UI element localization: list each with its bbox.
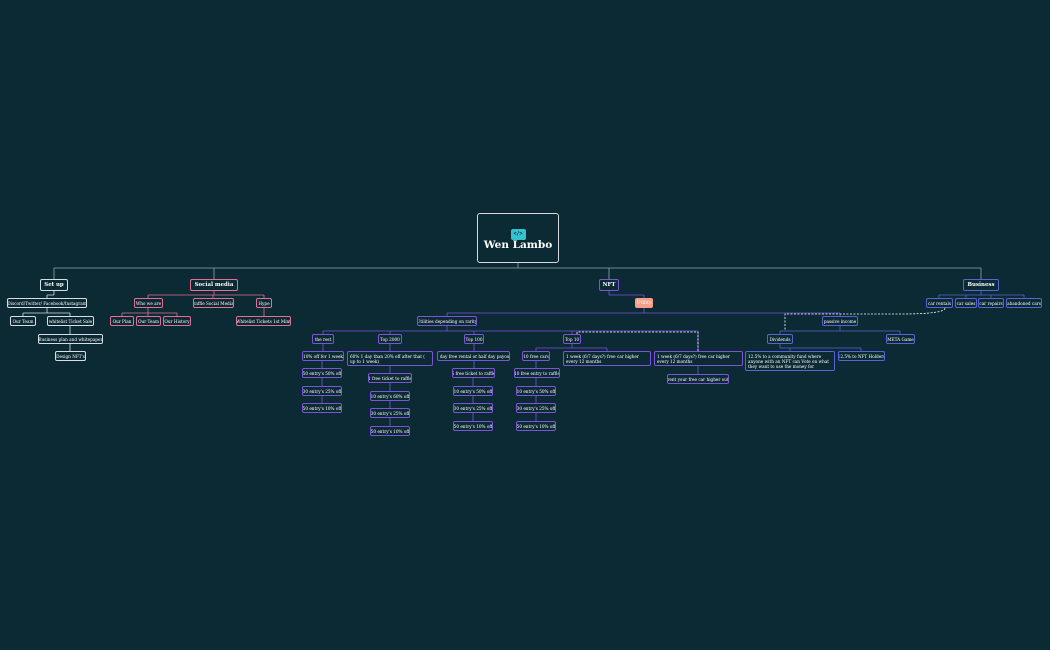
setup-connector [46,291,55,298]
top10-item-1[interactable]: 10 free cars [522,351,550,361]
root-title: Wen Lambo [483,238,553,251]
topic-raffle-social-media[interactable]: raffle Social Media [193,298,234,308]
top100-item-1[interactable]: 1 day free rental or half day payout [437,351,510,361]
topic-who-we-are[interactable]: Who we are [134,298,163,308]
rest-item-1[interactable]: 10% off for 1 week [302,351,344,361]
topic-top-10[interactable]: Top 10 [563,334,581,344]
rentals-dividends-link [784,307,946,331]
topic-utilities-rarity[interactable]: Utilities depending on rarity [417,316,477,326]
top10-item-3[interactable]: 10 entry's 50% off [516,386,556,396]
nft-connector [608,291,645,298]
topic-nft[interactable]: NFT [599,279,619,291]
top100-chain [472,361,475,421]
top100-item-5[interactable]: 50 entry's 10% off [453,421,493,431]
root-connector [53,263,982,279]
topic-community-fund[interactable]: 12.5% to a community fund where anyone w… [745,351,835,371]
topic-business-plan[interactable]: Business plan and whitepaper [38,334,103,344]
top100-item-4[interactable]: 30 entry's 25% off [453,403,493,413]
weekcar-top10-link [576,331,699,351]
top100-item-2[interactable]: 5 free ticket to raffle [452,368,495,378]
topic-our-team-social[interactable]: Our Team [136,316,161,326]
topic-design-nfts[interactable]: Design NFT's [55,351,86,361]
topic-whitelist-ticket-sale[interactable]: whitelist Ticket Sale [47,316,94,326]
topic-our-team-setup[interactable]: Our Team [10,316,36,326]
top2000-item-5[interactable]: 50 entry's 10% off [370,426,410,436]
topic-channels[interactable]: Discord/Twitter/ Facebook/Instagram [7,298,87,308]
top2000-item-2[interactable]: 1 free ticket to raffle [368,373,412,383]
topic-top-100[interactable]: Top 100 [464,334,484,344]
top10-week-car[interactable]: 1 week (6/7 days?) free car higher every… [563,351,651,366]
topic-the-rest[interactable]: the rest [312,334,334,344]
topic-meta-game[interactable]: META Game [886,334,915,344]
topic-car-sales[interactable]: car sales [955,298,977,308]
top100-item-3[interactable]: 10 entry's 50% off [453,386,493,396]
topic-top-2000[interactable]: Top 2000 [378,334,402,344]
topic-week-free-car[interactable]: 1 week (6/7 days?) free car higher every… [654,351,743,366]
top10-item-2[interactable]: 10 free entry to raffle [514,368,560,378]
topic-utility[interactable]: Utility [635,298,653,308]
rest-item-3[interactable]: 30 entry's 25% off [302,386,342,396]
topic-business[interactable]: Business [963,279,999,291]
topic-hype[interactable]: Hype [256,298,272,308]
code-window-icon: </> [510,228,526,240]
topic-social-media[interactable]: Social media [190,279,238,291]
top2000-item-1[interactable]: 60% 1 day than 20% off after that ( up t… [347,351,433,366]
who-connector [121,308,178,316]
rarity-connector [322,326,699,351]
topic-set-up[interactable]: Set up [40,279,68,291]
topic-nft-holders[interactable]: 12.5% to NFT Holders [838,351,885,361]
top2000-item-3[interactable]: 10 entry's 60% off [370,391,410,401]
rest-item-2[interactable]: 50 entry's 50% off [302,368,342,378]
passive-connector [779,326,901,334]
topic-our-plan[interactable]: Our Plan [110,316,134,326]
topic-dividends[interactable]: Dividends [767,334,793,344]
top10-connector [535,344,608,351]
rest-item-4[interactable]: 50 entry's 10% off [302,403,342,413]
topic-abandoned-cars[interactable]: abandoned cars [1006,298,1042,308]
topic-car-repairs[interactable]: car repairs [978,298,1004,308]
topic-rent-free-car[interactable]: rent your free car higher out [667,374,729,384]
business-connector [938,291,1025,298]
utility-connector [446,308,841,316]
top10-item-4[interactable]: 30 entry's 25% off [516,403,556,413]
topic-car-rentals[interactable]: car rentals [926,298,953,308]
social-connector [147,291,265,298]
topic-our-history[interactable]: Our History [163,316,191,326]
dividends-connector [779,344,862,351]
top2000-item-4[interactable]: 30 entry's 25% off [370,408,410,418]
root-topic[interactable]: </> Wen Lambo [477,213,559,263]
top10-item-5[interactable]: 50 entry's 10% off [516,421,556,431]
topic-passive-income[interactable]: passive income [822,316,858,326]
channels-connector [22,308,71,316]
topic-whitelist-tickets[interactable]: Whitelist Tickets 1st Mint [236,316,291,326]
